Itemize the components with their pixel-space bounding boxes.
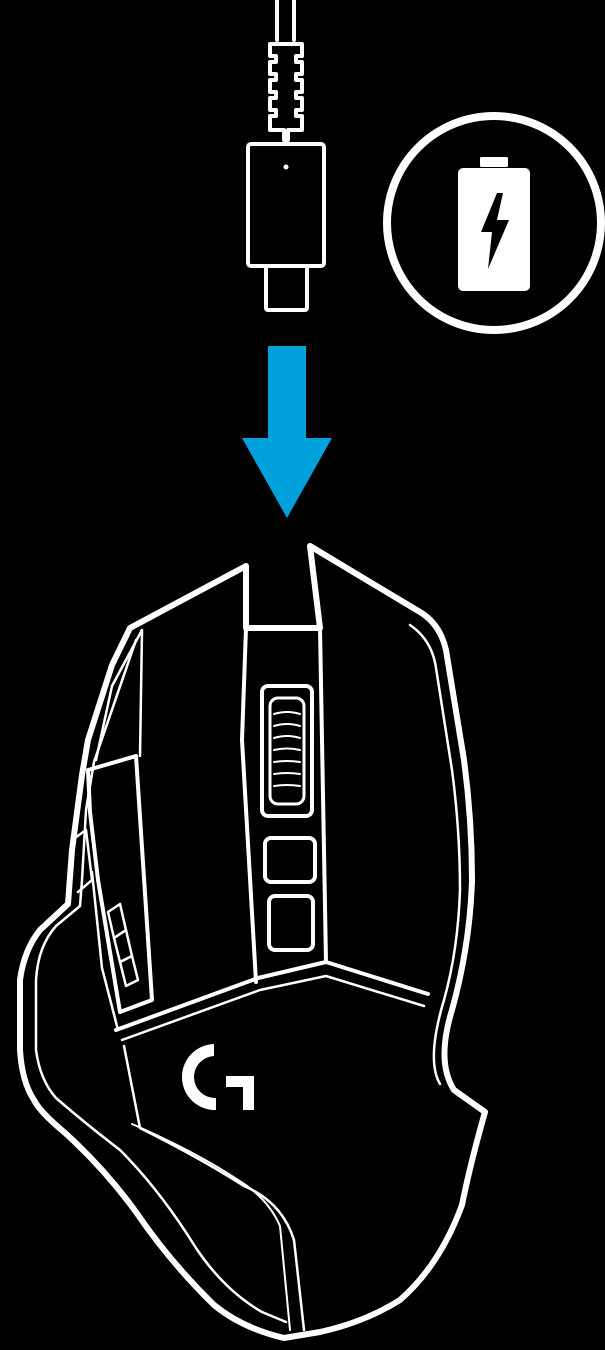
mouse-inner-outline [34, 638, 288, 1324]
palm-divider [114, 960, 430, 1032]
palm-contour-inner [131, 1123, 291, 1331]
mouse-inner-right-edge [408, 623, 462, 1086]
side-panel-upper [94, 628, 144, 762]
side-panel-lower [90, 870, 120, 1032]
side-panel [86, 754, 154, 1014]
gaming-mouse-icon [17, 543, 488, 1341]
dpi-up-button[interactable] [263, 836, 317, 884]
right-button-seam [318, 626, 328, 964]
palm-divider-lower [120, 974, 426, 1042]
scroll-wheel-housing [260, 684, 314, 818]
logitech-g-logo [181, 1044, 254, 1111]
cable-wire [275, 0, 296, 42]
lightning-bolt-icon [481, 193, 509, 269]
connector-indicator-dot [283, 164, 289, 170]
cable-strain-relief [268, 42, 304, 142]
scroll-wheel-body [268, 696, 306, 806]
left-button-seam [240, 626, 258, 984]
mouse-outline [17, 543, 488, 1341]
palm-contour [122, 1044, 306, 1332]
battery-badge-ring [383, 112, 605, 334]
scroll-wheel-ridges [273, 711, 301, 787]
connector-housing [246, 142, 326, 268]
thumb-buttons[interactable] [106, 902, 140, 988]
connector-plug [264, 264, 309, 312]
usb-c-cable-icon [246, 0, 326, 312]
thumb-button-back[interactable] [118, 954, 140, 988]
arrow-down-icon [242, 346, 332, 518]
scroll-wheel[interactable] [260, 684, 314, 818]
battery-terminal [480, 157, 508, 167]
sniper-edge [70, 828, 94, 894]
dpi-down-button[interactable] [267, 894, 315, 952]
battery-charging-icon [383, 112, 605, 334]
